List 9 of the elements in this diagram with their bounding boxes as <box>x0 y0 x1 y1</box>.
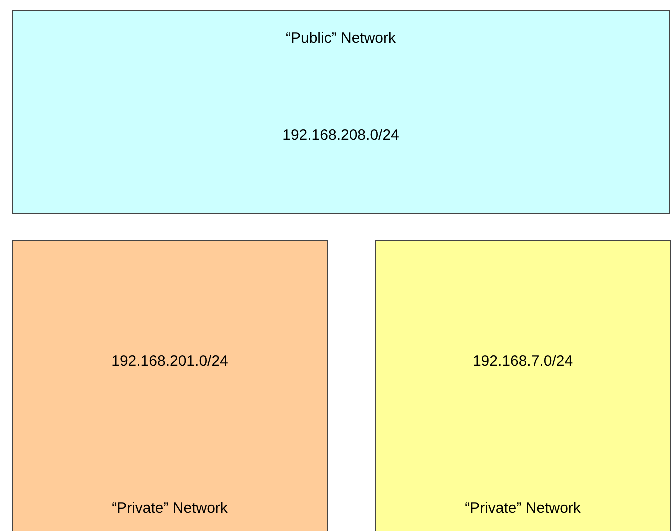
network-box <box>12 10 670 214</box>
network-label: “Private” Network <box>464 499 582 519</box>
network-label: 192.168.208.0/24 <box>282 126 400 146</box>
network-label: 192.168.201.0/24 <box>110 352 230 372</box>
network-label: 192.168.7.0/24 <box>472 352 574 372</box>
network-label: “Private” Network <box>111 499 229 519</box>
network-box <box>12 240 328 531</box>
network-box <box>375 240 671 531</box>
network-title: “Public” Network <box>284 29 398 49</box>
